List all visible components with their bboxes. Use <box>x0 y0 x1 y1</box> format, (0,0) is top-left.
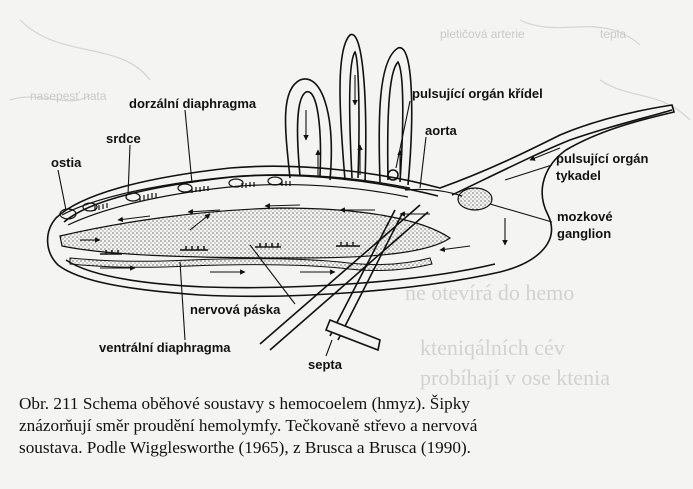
svg-text:kteniqálních cév: kteniqálních cév <box>420 335 565 360</box>
caption-line-3: soustava. Podle Wigglesworthe (1965), z … <box>19 437 679 459</box>
svg-text:tepla: tepla <box>600 27 626 41</box>
wing-loops <box>286 34 412 185</box>
nerve-cord <box>70 258 432 271</box>
caption-line-2: znázorňují směr proudění hemolymfy. Tečk… <box>19 415 679 437</box>
label-pulsujici-organ-tykadel-1: pulsující orgán <box>556 151 649 166</box>
label-pulsujici-organ-tykadel-2: tykadel <box>556 168 601 183</box>
brain-ganglion <box>458 188 492 210</box>
caption-line-1: Obr. 211 Schema oběhové soustavy s hemoc… <box>19 393 679 415</box>
label-mozkove-ganglion-2: ganglion <box>557 226 611 241</box>
svg-text:nasepesť nata: nasepesť nata <box>30 89 107 103</box>
label-septa: septa <box>308 357 343 372</box>
label-mozkove-ganglion-1: mozkové <box>557 209 613 224</box>
label-dorzalni-diaphragma: dorzální diaphragma <box>129 96 257 111</box>
figure-caption: Obr. 211 Schema oběhové soustavy s hemoc… <box>19 393 679 459</box>
label-srdce: srdce <box>106 131 141 146</box>
label-ostia: ostia <box>51 155 82 170</box>
label-ventralni-diaphragma: ventrální diaphragma <box>99 340 231 355</box>
label-aorta: aorta <box>425 123 458 138</box>
svg-text:pletičová arterie: pletičová arterie <box>440 27 525 41</box>
label-pulsujici-organ-kridel: pulsující orgán křídel <box>412 86 543 101</box>
label-nervova-paska: nervová páska <box>190 302 281 317</box>
svg-text:probíhají v ose ktenia: probíhají v ose ktenia <box>420 365 610 390</box>
